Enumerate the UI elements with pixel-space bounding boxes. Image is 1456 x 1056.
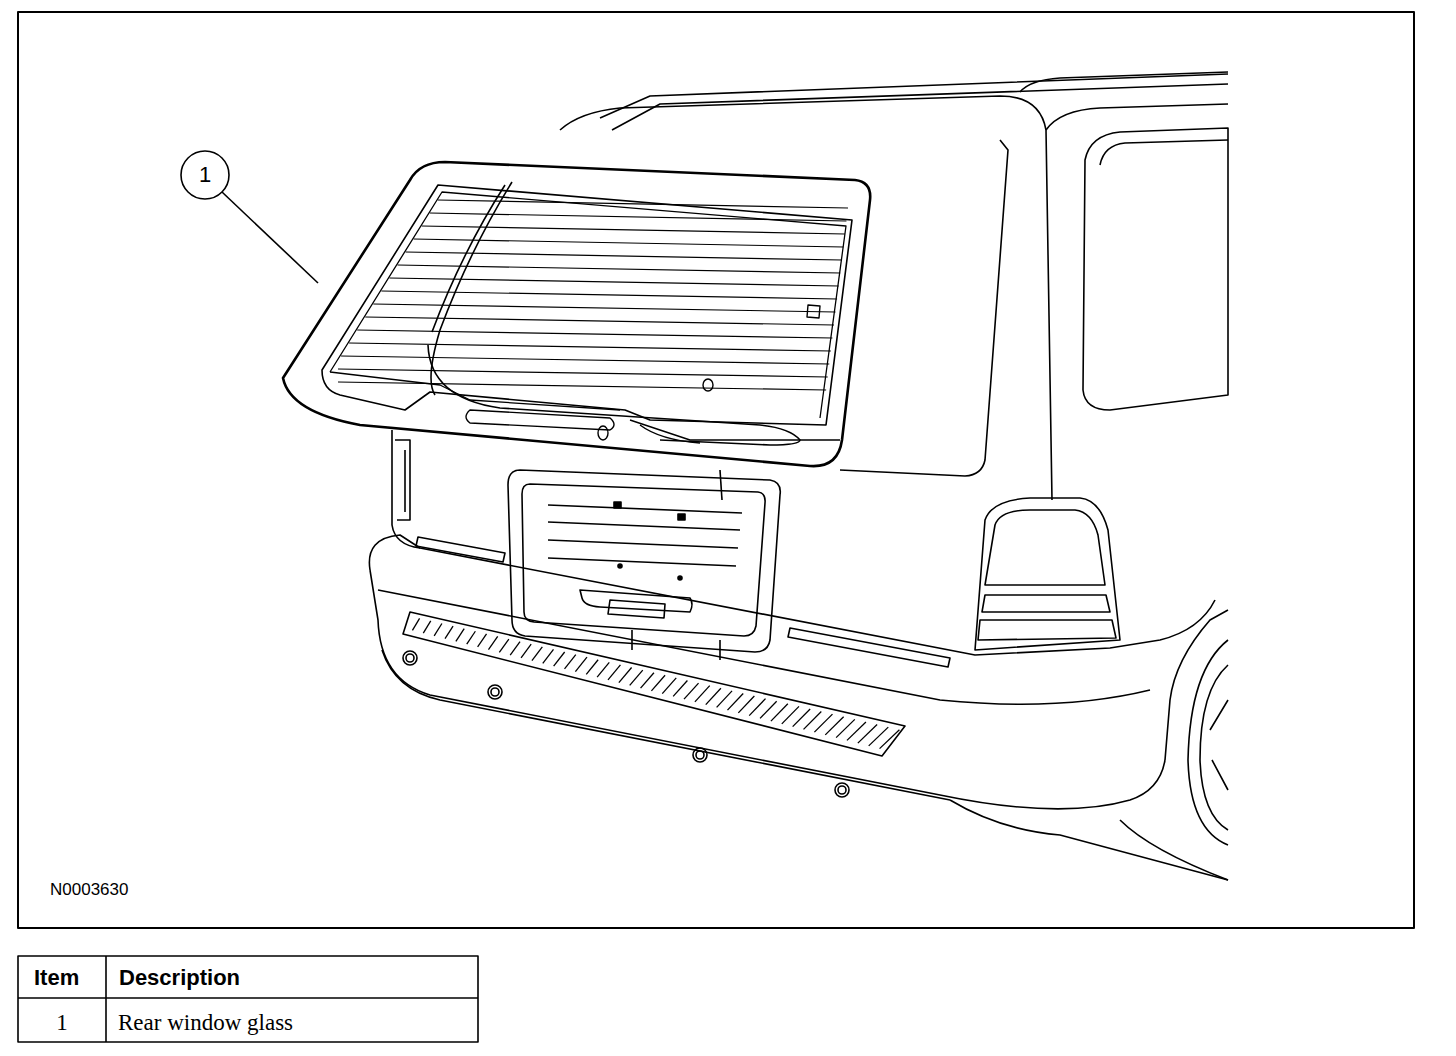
drawn-line [341, 356, 829, 364]
drawn-line [521, 644, 531, 658]
drawn-line [488, 636, 497, 649]
drawn-line [499, 639, 509, 652]
drawn-line [423, 621, 430, 633]
drawn-line [651, 675, 665, 691]
item-table [18, 956, 478, 1042]
drawn-line [532, 647, 542, 661]
drawn-line [389, 278, 838, 286]
table-cell: Item [34, 967, 79, 989]
drawn-line [434, 623, 442, 635]
drawn-line [706, 688, 721, 704]
rear-window-glass [283, 162, 870, 466]
drawn-line [478, 634, 487, 647]
drawn-line [880, 730, 900, 749]
drawn-line [749, 699, 765, 716]
drawn-line [575, 657, 587, 671]
drawn-line [565, 655, 576, 669]
drawn-line [619, 668, 632, 683]
drawn-line [804, 712, 822, 730]
drawn-line [717, 691, 732, 708]
callout-circle [181, 151, 229, 199]
drawn-line [412, 618, 419, 630]
drawn-line [357, 330, 832, 338]
drawn-line [456, 629, 464, 642]
drawn-line [586, 660, 598, 675]
leader-line [222, 192, 318, 283]
drawn-line [630, 670, 643, 685]
van-body [369, 72, 1228, 880]
drawn-line [814, 714, 832, 732]
drawn-line [338, 382, 826, 390]
drawn-line [760, 701, 777, 718]
table-cell: Rear window glass [118, 1011, 293, 1034]
drawn-line [738, 696, 754, 713]
drawn-line [381, 291, 837, 299]
drawn-line [445, 626, 453, 639]
drawn-line [467, 631, 476, 644]
drawn-line [684, 683, 699, 699]
drawn-line [338, 369, 828, 377]
drawn-line [543, 649, 554, 663]
drawn-line [782, 706, 799, 723]
drawn-line [771, 704, 788, 721]
drawn-line [662, 678, 676, 694]
drawn-line [554, 652, 565, 666]
drawn-line [727, 693, 743, 710]
drawn-line [641, 673, 654, 688]
drawn-line [510, 642, 520, 656]
drawn-line [695, 686, 710, 702]
drawn-line [597, 662, 609, 677]
table-cell: Description [119, 967, 240, 989]
drawn-line [793, 709, 810, 727]
drawn-line [673, 680, 687, 696]
figure-code: N0003630 [50, 881, 128, 898]
callout-number: 1 [199, 164, 211, 186]
figure-frame [18, 12, 1414, 928]
table-cell: 1 [56, 1011, 68, 1034]
drawn-line [608, 665, 620, 680]
drawn-line [349, 343, 831, 351]
